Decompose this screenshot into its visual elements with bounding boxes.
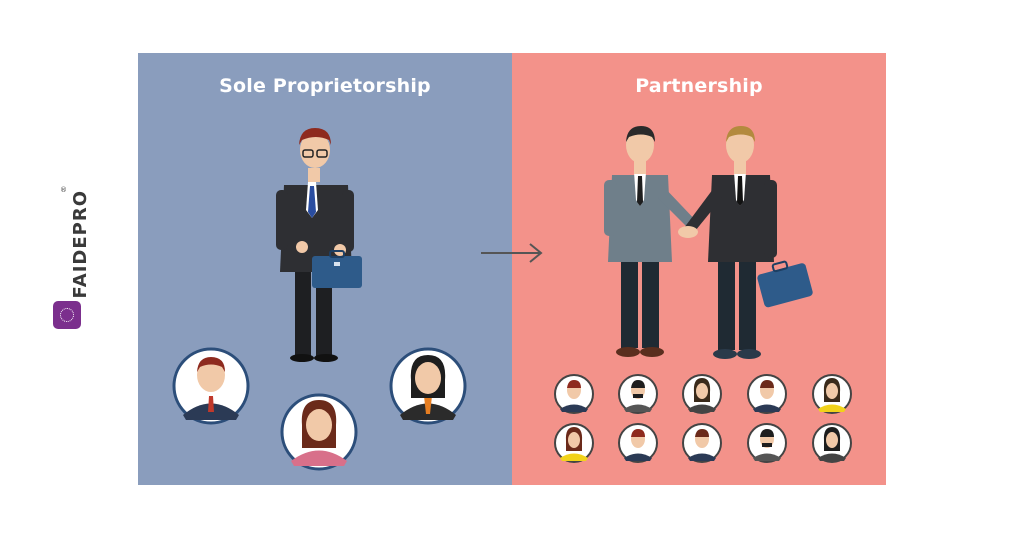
shareholder-avatar <box>682 374 722 414</box>
shareholder-avatar <box>747 374 787 414</box>
shareholder-avatar <box>554 423 594 463</box>
partnership-title: Partnership <box>635 75 763 97</box>
shareholder-avatar <box>682 423 722 463</box>
shareholder-avatar <box>812 423 852 463</box>
arrow-right-icon <box>481 243 543 263</box>
shareholder-avatars <box>554 374 852 463</box>
employee-avatar <box>389 347 467 425</box>
shareholder-avatar <box>812 374 852 414</box>
employee-avatar <box>172 347 250 425</box>
employee-avatar <box>280 393 358 471</box>
partner-figure <box>678 126 813 359</box>
partner-figure <box>604 126 700 357</box>
sole-proprietor-figure <box>276 128 362 362</box>
shareholder-avatar <box>618 423 658 463</box>
brand-registered-mark: ® <box>60 186 67 194</box>
shareholder-avatar <box>554 374 594 414</box>
shareholder-avatar <box>618 374 658 414</box>
brand-logo-icon <box>53 301 81 329</box>
sole-proprietorship-title: Sole Proprietorship <box>219 75 431 97</box>
shareholder-avatar <box>747 423 787 463</box>
